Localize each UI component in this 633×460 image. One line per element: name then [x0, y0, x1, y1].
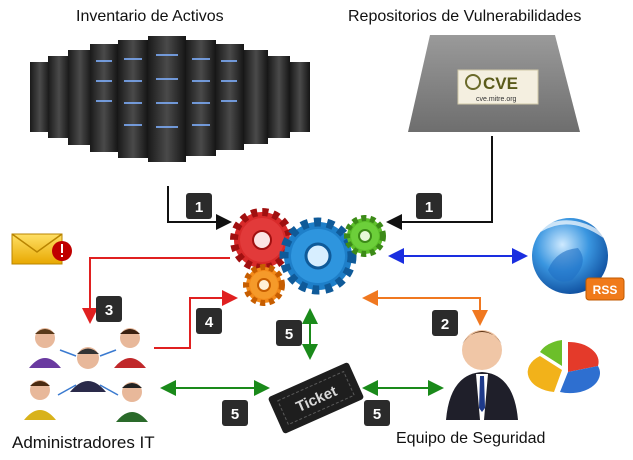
svg-text:5: 5 — [231, 406, 239, 423]
it-admins-group-icon — [24, 328, 148, 422]
svg-text:5: 5 — [373, 406, 381, 423]
step-badge-repos: 1 — [416, 193, 442, 219]
cve-logo-text: CVE — [483, 74, 518, 93]
svg-text:4: 4 — [205, 314, 214, 331]
cve-logo: CVE cve.mitre.org — [465, 74, 518, 103]
vuln-repository-icon — [408, 35, 580, 132]
cve-logo-url: cve.mitre.org — [476, 96, 517, 103]
step-badge-admins-response: 4 — [196, 308, 222, 334]
step-badge-security: 2 — [432, 310, 458, 336]
step-badge-admins-notify: 3 — [96, 296, 122, 322]
rss-icon: RSS — [585, 277, 625, 301]
server-racks-icon — [30, 36, 310, 162]
svg-text:1: 1 — [195, 199, 203, 216]
svg-text:RSS: RSS — [593, 283, 618, 297]
gears-engine-icon — [230, 208, 386, 306]
step-badge-inventory: 1 — [186, 193, 212, 219]
arrow-inventory-to-engine — [167, 186, 232, 230]
svg-text:2: 2 — [441, 316, 449, 333]
pie-chart-icon — [527, 340, 600, 394]
step-badge-ticket-security: 5 — [364, 400, 390, 426]
globe-icon — [532, 218, 608, 294]
svg-text:5: 5 — [285, 326, 293, 343]
step-badge-engine-ticket: 5 — [276, 320, 302, 346]
ticket-icon: Ticket — [268, 362, 364, 434]
svg-text:1: 1 — [425, 199, 433, 216]
security-team-label: Equipo de Seguridad — [396, 430, 546, 447]
it-admins-label: Administradores IT — [12, 433, 155, 452]
vuln-repos-label: Repositorios de Vulnerabilidades — [348, 8, 582, 25]
email-alert-icon — [11, 233, 72, 265]
step-badge-admins-ticket: 5 — [222, 400, 248, 426]
arrow-engine-to-security — [366, 297, 488, 326]
svg-text:3: 3 — [105, 302, 113, 319]
arrow-engine-to-admins — [82, 257, 230, 324]
arrow-admins-to-engine — [154, 290, 238, 349]
arrow-repos-to-engine — [386, 136, 493, 230]
asset-inventory-label: Inventario de Activos — [76, 8, 224, 25]
security-team-icon — [446, 330, 518, 420]
